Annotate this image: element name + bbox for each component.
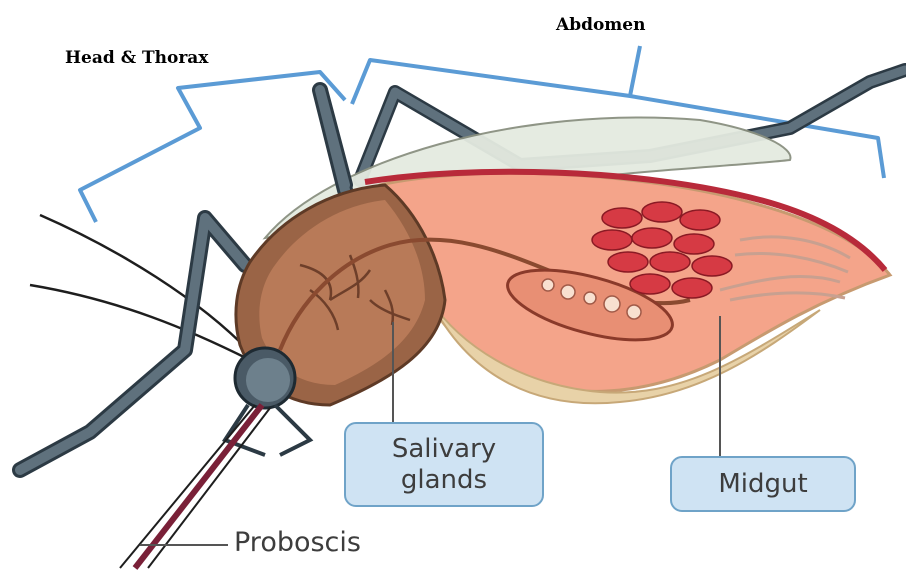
salivary-glands-label-line1: Salivary [346, 434, 542, 465]
salivary-glands-label-line2: glands [346, 465, 542, 496]
head-thorax-bracket [80, 72, 345, 222]
proboscis-label: Proboscis [234, 527, 361, 558]
front-leg [20, 218, 245, 470]
salivary-glands-callout: Salivary glands [344, 422, 544, 507]
midgut-label: Midgut [672, 469, 854, 500]
middle-leg [320, 90, 345, 190]
midgut-callout: Midgut [670, 456, 856, 512]
compound-eye [246, 358, 290, 402]
abdomen-label: Abdomen [556, 15, 645, 35]
head-thorax-label: Head & Thorax [65, 48, 208, 68]
